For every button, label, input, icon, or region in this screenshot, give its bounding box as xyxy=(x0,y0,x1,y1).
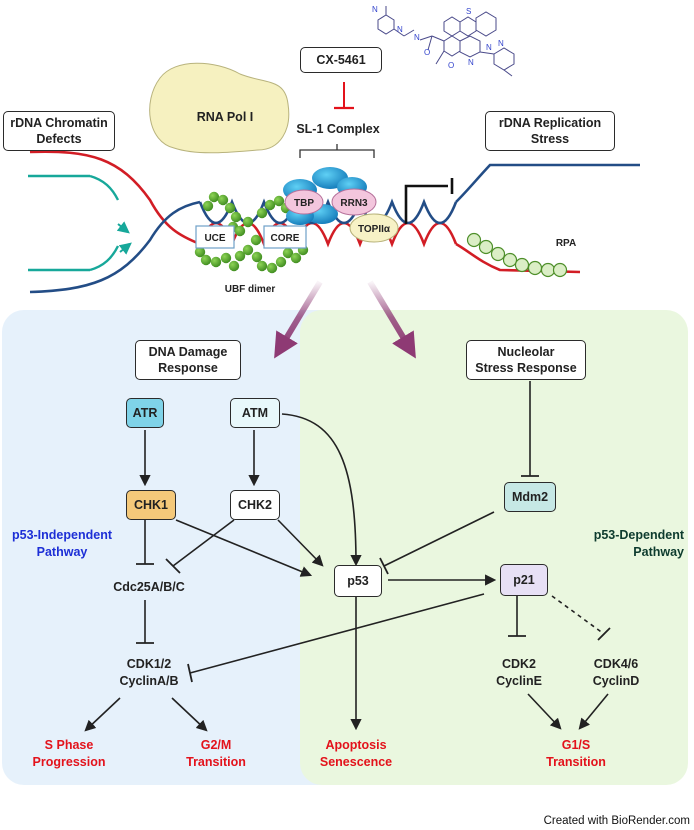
atm-box: ATM xyxy=(230,398,280,428)
sl1-complex-label: SL-1 Complex xyxy=(296,122,380,136)
svg-text:N: N xyxy=(397,25,403,34)
p53-dependent-line1: p53-Dependent xyxy=(593,528,684,542)
g2m-line1: G2/M xyxy=(200,738,232,752)
svg-text:O: O xyxy=(424,48,430,57)
svg-text:O: O xyxy=(448,61,454,70)
p53-box: p53 xyxy=(334,565,382,597)
transcription-arrow xyxy=(404,184,448,224)
cdk2-line1: CDK2 xyxy=(501,657,537,671)
replication-stress-line1: rDNA Replication xyxy=(498,116,602,130)
g2m-line2: Transition xyxy=(186,755,246,769)
mdm2-box: Mdm2 xyxy=(504,482,556,512)
chk1-box: CHK1 xyxy=(126,490,176,520)
p53-dependent-label: p53-Dependent Pathway xyxy=(564,527,684,561)
apoptosis-line2: Senescence xyxy=(319,755,393,769)
p53-dependent-line2: Pathway xyxy=(633,545,684,559)
sl1-bracket xyxy=(299,144,375,158)
purple-arrow-left xyxy=(274,280,323,359)
svg-text:S: S xyxy=(466,7,471,16)
replication-stress-box: rDNA Replication Stress xyxy=(485,111,615,151)
biorender-credit: Created with BioRender.com xyxy=(543,815,690,827)
cdk2-label: CDK2 CyclinE xyxy=(484,656,554,690)
dna-right-blue xyxy=(455,163,640,203)
tbp-blob xyxy=(284,189,324,215)
g1s-label: G1/S Transition xyxy=(536,737,616,771)
rna-pol-blob xyxy=(149,62,290,154)
g2m-label: G2/M Transition xyxy=(176,737,256,771)
ddr-line2: Response xyxy=(158,361,218,375)
cdk12-label: CDK1/2 CyclinA/B xyxy=(104,656,194,690)
cdk12-line1: CDK1/2 xyxy=(126,657,172,671)
chk2-box: CHK2 xyxy=(230,490,280,520)
p53-independent-label: p53-Independent Pathway xyxy=(6,527,118,561)
cx5461-structure xyxy=(377,6,515,77)
topii-label: TOPIIα xyxy=(358,224,391,235)
topii-blob xyxy=(349,213,399,243)
chromatin-defects-line1: rDNA Chromatin xyxy=(10,116,108,130)
dna-left-blue xyxy=(29,200,201,294)
cdc25-label: Cdc25A/B/C xyxy=(113,580,185,594)
tbp-label: TBP xyxy=(294,198,314,209)
ubf-beads xyxy=(194,191,309,274)
p21-box: p21 xyxy=(500,564,548,596)
s-phase-label: S Phase Progression xyxy=(16,737,122,771)
svg-text:N: N xyxy=(372,5,378,14)
right-panel xyxy=(300,310,688,785)
ddr-line1: DNA Damage xyxy=(148,345,228,359)
svg-text:N: N xyxy=(414,33,420,42)
uce-label: UCE xyxy=(204,233,225,244)
rrn3-label: RRN3 xyxy=(340,198,368,209)
apoptosis-label: Apoptosis Senescence xyxy=(306,737,406,771)
rrn3-blob xyxy=(331,188,377,216)
rpa-label: RPA xyxy=(556,238,576,249)
uce-box xyxy=(195,225,235,249)
cdk46-label: CDK4/6 CyclinD xyxy=(578,656,654,690)
ddr-box: DNA Damage Response xyxy=(135,340,241,380)
cdk46-line1: CDK4/6 xyxy=(593,657,639,671)
cdk46-line2: CyclinD xyxy=(592,674,640,688)
core-box xyxy=(263,225,307,249)
dna-helix-blue xyxy=(198,198,458,225)
p53-independent-line2: Pathway xyxy=(36,545,88,559)
cx5461-box: CX-5461 xyxy=(300,47,382,73)
ubf-label: UBF dimer xyxy=(225,284,276,295)
left-panel xyxy=(2,310,358,785)
nsr-line2: Stress Response xyxy=(475,361,577,375)
rna-pol-label: RNA Pol I xyxy=(196,110,254,124)
cdk12-line2: CyclinA/B xyxy=(119,674,179,688)
nsr-line1: Nucleolar xyxy=(497,345,555,359)
chromatin-defects-box: rDNA Chromatin Defects xyxy=(3,111,115,151)
s-phase-line2: Progression xyxy=(32,755,106,769)
g1s-line1: G1/S xyxy=(561,738,591,752)
svg-text:N: N xyxy=(486,43,492,52)
svg-text:N: N xyxy=(468,58,474,67)
nsr-box: Nucleolar Stress Response xyxy=(466,340,586,380)
chromatin-defects-line2: Defects xyxy=(36,132,82,146)
atr-box: ATR xyxy=(126,398,164,428)
purple-arrow-right xyxy=(367,280,416,359)
s-phase-line1: S Phase xyxy=(44,738,94,752)
core-label: CORE xyxy=(271,233,300,244)
rpa-beads xyxy=(466,232,568,278)
replication-stress-line2: Stress xyxy=(530,132,570,146)
dna-right-red xyxy=(455,242,581,274)
g1s-line2: Transition xyxy=(546,755,606,769)
cdk2-line2: CyclinE xyxy=(496,674,542,688)
dna-left-red xyxy=(29,150,201,246)
apoptosis-line1: Apoptosis xyxy=(325,738,387,752)
svg-text:N: N xyxy=(498,39,504,48)
p53-independent-line1: p53-Independent xyxy=(11,528,112,542)
